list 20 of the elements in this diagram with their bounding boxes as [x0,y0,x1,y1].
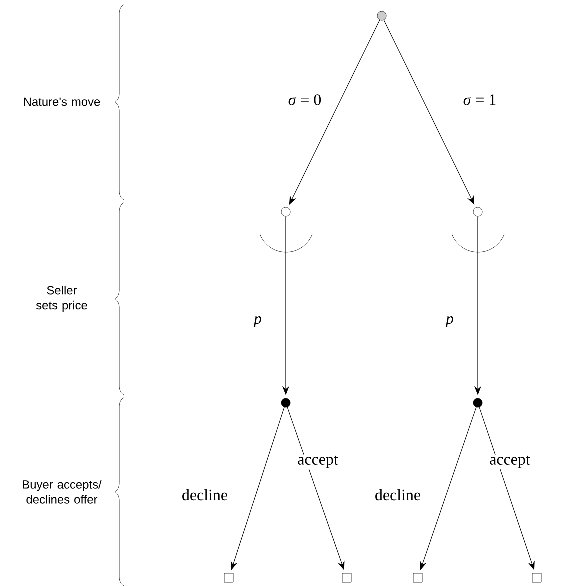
terminal-square [342,573,352,583]
stage-label: Nature's move [24,98,100,106]
decision-node [473,207,483,217]
edge-label: decline [374,488,422,502]
edge-label: σ = 1 [462,94,498,106]
stage-label: Seller sets price [36,286,88,312]
edge-label: decline [180,488,229,502]
edge-label: p [253,316,263,328]
stage-label: Buyer accepts/ declines offer [23,480,102,504]
edge-label: σ = 0 [287,94,323,106]
decision-node [281,398,291,408]
decision-node [377,11,387,21]
decision-node [281,207,291,217]
terminal-square [224,573,234,583]
decision-node [473,398,483,408]
terminal-square [413,573,423,583]
edge-label: accept [488,454,532,470]
edge-label: p [445,316,455,328]
terminal-square [532,573,542,583]
edge-label: accept [296,454,340,470]
